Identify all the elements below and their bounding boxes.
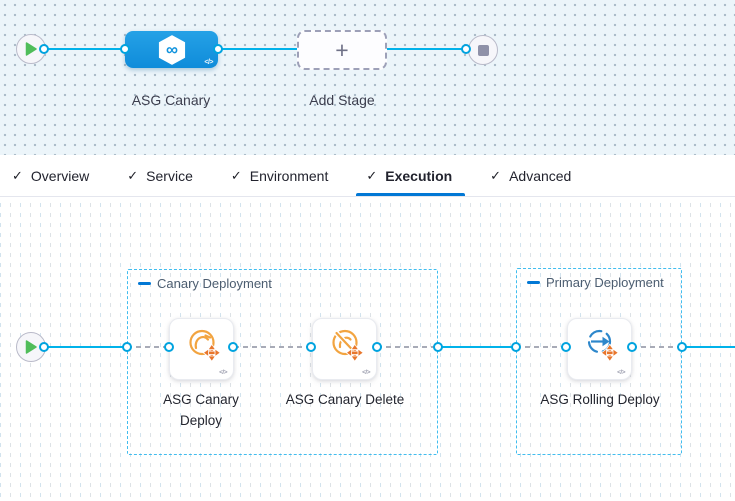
connection-point — [228, 342, 238, 352]
group-title: Primary Deployment — [527, 275, 664, 290]
check-icon: ✓ — [366, 167, 378, 183]
yaml-code-icon: </> — [204, 59, 213, 66]
tab-label: Advanced — [509, 167, 572, 184]
asg-rolling-deploy-icon — [587, 329, 618, 362]
execution-graph-canvas[interactable]: Canary Deployment Primary Deployment — [0, 197, 735, 501]
connection-point — [677, 342, 687, 352]
group-title-label: Primary Deployment — [546, 275, 664, 290]
connection-point — [122, 342, 132, 352]
connector-line — [387, 48, 468, 50]
connection-point — [372, 342, 382, 352]
stop-icon — [477, 44, 489, 56]
connector-line-dashed — [516, 346, 567, 348]
svg-text:∞: ∞ — [166, 40, 178, 59]
connector-line — [45, 48, 125, 50]
collapse-group-icon[interactable] — [527, 281, 540, 284]
yaml-code-icon: </> — [219, 369, 227, 376]
step-label: ASG Rolling Deploy — [540, 392, 660, 407]
connector-line — [218, 48, 297, 50]
tab-label: Service — [146, 167, 193, 184]
harness-cd-stage-icon: ∞ — [158, 34, 185, 65]
yaml-code-icon: </> — [617, 369, 625, 376]
connection-point — [461, 44, 471, 54]
play-icon — [25, 42, 37, 56]
tab-execution[interactable]: ✓ Execution — [356, 155, 465, 196]
connection-point — [39, 44, 49, 54]
step-label: ASG Canary Deploy — [163, 392, 239, 428]
step-group-primary-deployment: Primary Deployment — [516, 268, 682, 455]
group-title: Canary Deployment — [138, 276, 272, 291]
step-node-asg-canary-deploy[interactable]: </> — [169, 318, 234, 380]
group-title-label: Canary Deployment — [157, 276, 272, 291]
tab-label: Overview — [30, 167, 90, 184]
plus-icon: + — [335, 36, 349, 63]
connection-point — [306, 342, 316, 352]
connector-line-dashed — [234, 346, 311, 348]
asg-canary-delete-icon — [331, 329, 363, 362]
tab-label: Environment — [249, 167, 329, 184]
connector-line — [45, 346, 127, 348]
connection-point — [433, 342, 443, 352]
connector-line-dashed — [377, 346, 438, 348]
tab-label: Execution — [385, 167, 453, 184]
play-icon — [25, 340, 37, 354]
connector-line — [682, 346, 735, 348]
connector-line — [438, 346, 516, 348]
tab-advanced[interactable]: ✓ Advanced — [490, 155, 571, 196]
stage-config-tabbar: ✓ Overview ✓ Service ✓ Environment ✓ Exe… — [0, 155, 735, 197]
step-node-asg-rolling-deploy[interactable]: </> — [567, 318, 632, 380]
add-stage-label: Add Stage — [309, 92, 375, 108]
step-node-asg-canary-delete[interactable]: </> — [312, 318, 377, 380]
connection-point — [164, 342, 174, 352]
yaml-code-icon: </> — [362, 369, 370, 376]
tab-service[interactable]: ✓ Service — [127, 155, 193, 196]
step-label: ASG Canary Delete — [285, 392, 405, 407]
check-icon: ✓ — [230, 167, 242, 183]
connection-point — [511, 342, 521, 352]
tab-environment[interactable]: ✓ Environment — [231, 155, 329, 196]
check-icon: ✓ — [490, 167, 502, 183]
connector-line-dashed — [632, 346, 682, 348]
pipeline-end-node[interactable] — [468, 35, 498, 65]
step-group-canary-deployment: Canary Deployment — [127, 269, 438, 455]
check-icon: ✓ — [127, 167, 139, 183]
connection-point — [627, 342, 637, 352]
connection-point — [561, 342, 571, 352]
connection-point — [213, 44, 223, 54]
check-icon: ✓ — [12, 167, 23, 183]
connection-point — [39, 342, 49, 352]
connection-point — [120, 44, 130, 54]
tab-overview[interactable]: ✓ Overview — [12, 155, 89, 196]
add-stage-button[interactable]: + — [297, 30, 387, 70]
connector-line-dashed — [127, 346, 169, 348]
stage-name-label: ASG Canary — [131, 92, 211, 108]
stage-graph-canvas[interactable]: ∞ </> + ASG Canary Add Stage — [0, 0, 735, 155]
stage-node-asg-canary[interactable]: ∞ </> — [125, 31, 218, 68]
asg-canary-deploy-icon — [188, 329, 220, 362]
collapse-group-icon[interactable] — [138, 282, 151, 285]
